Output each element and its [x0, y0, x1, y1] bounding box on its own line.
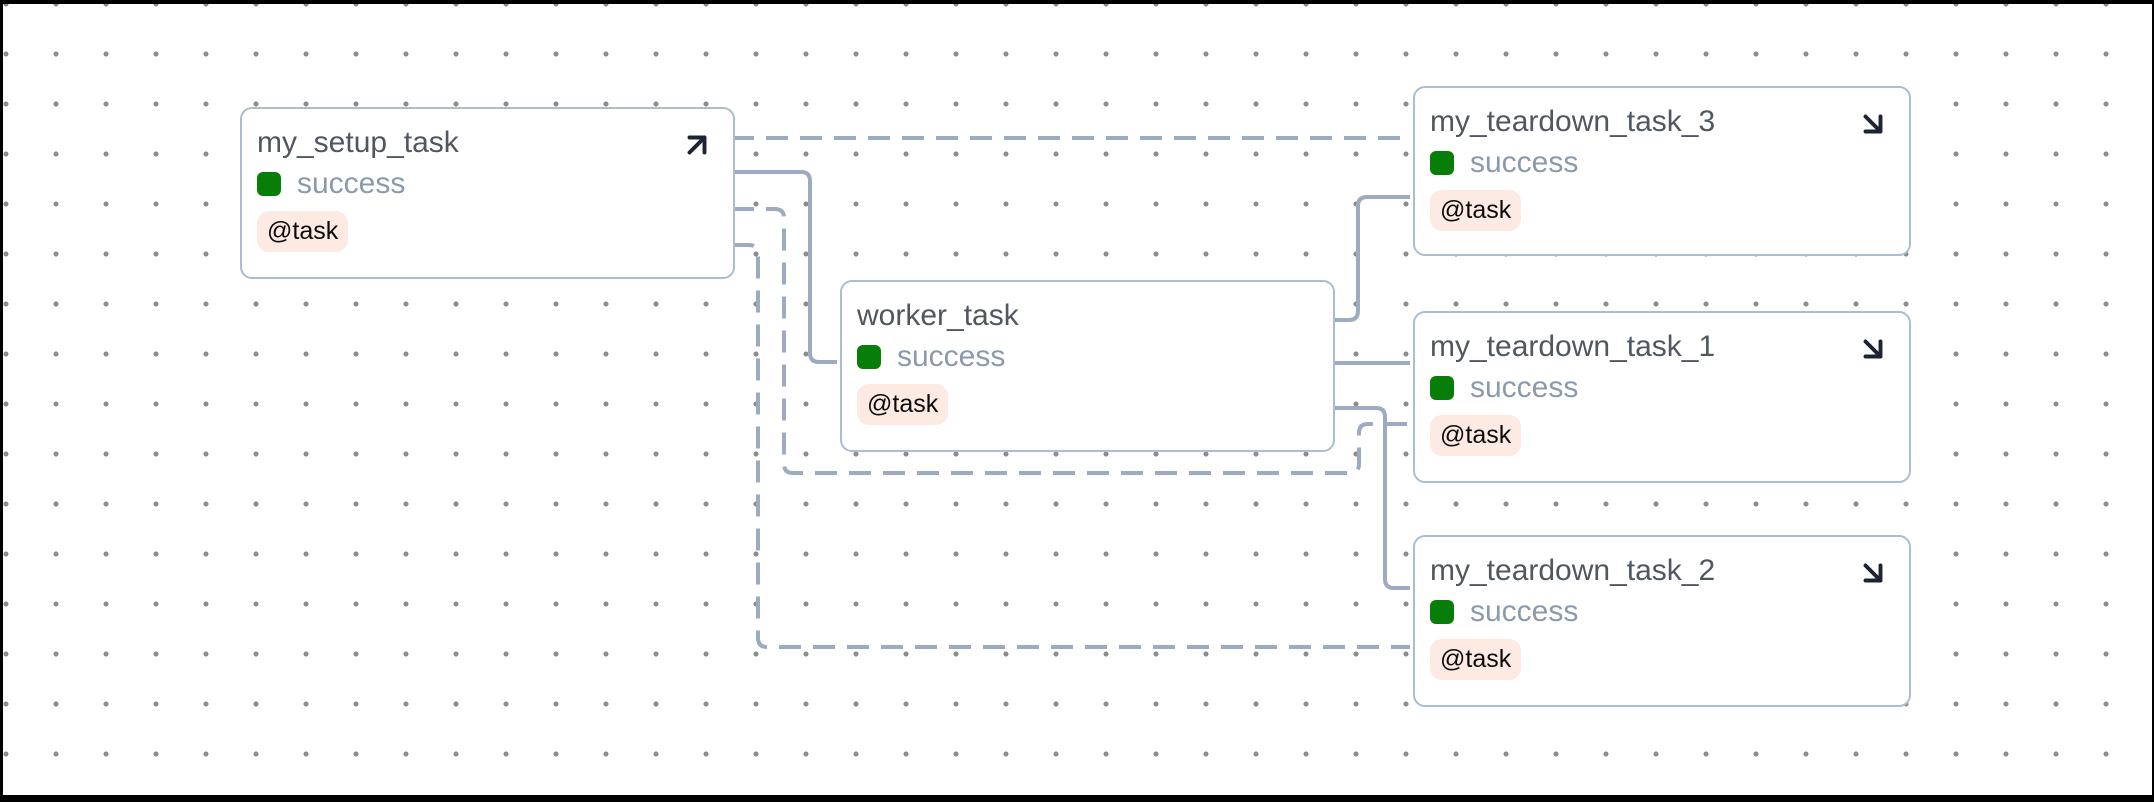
edge-my_setup_task-to-worker_task — [732, 170, 837, 364]
setup-arrow-up-right-icon — [679, 127, 715, 163]
task-title: my_teardown_task_1 — [1430, 330, 1716, 363]
task-status: success — [257, 169, 719, 199]
task-decorator-badge: @task — [857, 384, 949, 425]
task-title: my_teardown_task_3 — [1430, 105, 1716, 138]
task-node-my_teardown_task_1[interactable]: my_teardown_task_1 success @task — [1413, 311, 1911, 483]
task-title: my_setup_task — [257, 126, 459, 159]
success-state-icon — [257, 172, 281, 196]
task-status: success — [1430, 597, 1895, 627]
task-node-my_teardown_task_2[interactable]: my_teardown_task_2 success @task — [1413, 535, 1911, 707]
task-state-label: success — [297, 167, 406, 200]
success-state-icon — [857, 345, 881, 369]
edge-worker_task-to-my_teardown_task_2 — [1332, 406, 1410, 590]
success-state-icon — [1430, 376, 1454, 400]
teardown-arrow-down-right-icon — [1855, 555, 1891, 591]
task-status: success — [1430, 373, 1895, 403]
task-node-worker_task[interactable]: worker_task success @task — [840, 280, 1335, 452]
task-status: success — [857, 342, 1319, 372]
task-state-label: success — [897, 340, 1006, 373]
teardown-arrow-down-right-icon — [1855, 331, 1891, 367]
edge-worker_task-to-my_teardown_task_3 — [1332, 195, 1410, 322]
task-state-label: success — [1470, 371, 1579, 404]
task-state-label: success — [1470, 595, 1579, 628]
task-decorator-badge: @task — [1430, 415, 1522, 456]
task-status: success — [1430, 148, 1895, 178]
task-node-my_teardown_task_3[interactable]: my_teardown_task_3 success @task — [1413, 86, 1911, 256]
task-decorator-badge: @task — [1430, 639, 1522, 680]
task-title: my_teardown_task_2 — [1430, 554, 1716, 587]
success-state-icon — [1430, 600, 1454, 624]
task-decorator-badge: @task — [257, 211, 349, 252]
success-state-icon — [1430, 151, 1454, 175]
task-decorator-badge: @task — [1430, 190, 1522, 231]
task-node-my_setup_task[interactable]: my_setup_task success @task — [240, 107, 735, 279]
task-title: worker_task — [857, 299, 1019, 332]
teardown-arrow-down-right-icon — [1855, 106, 1891, 142]
task-state-label: success — [1470, 146, 1579, 179]
